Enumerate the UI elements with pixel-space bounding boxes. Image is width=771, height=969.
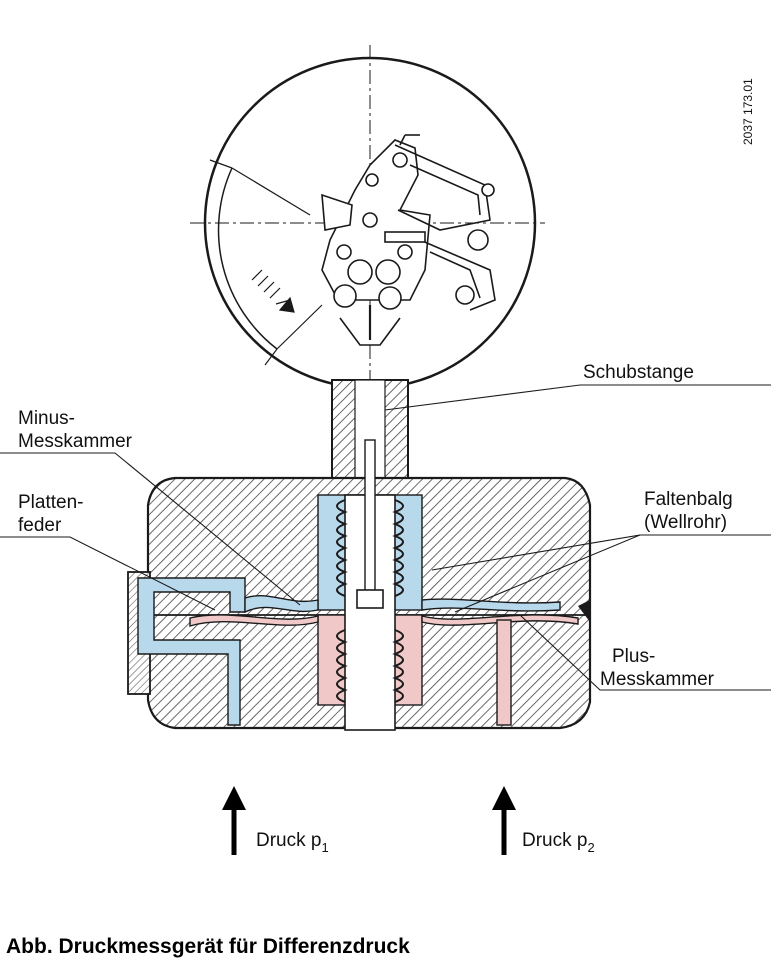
pressure-arrow-p2: [492, 786, 516, 855]
figure-caption: Abb. Druckmessgerät für Differenzdruck: [6, 935, 410, 958]
bellows: [336, 439, 404, 731]
label-plus-line1: Plus-: [612, 646, 655, 667]
leader-lines: [0, 384, 771, 691]
label-faltenbalg-line2: (Wellrohr): [644, 512, 727, 533]
figure-id-label: 2037 173.01: [741, 78, 755, 145]
label-platten-line1: Platten-: [18, 492, 83, 513]
label-plus-line2: Messkammer: [600, 669, 715, 690]
movement-mechanism: [321, 134, 496, 346]
label-platten-line2: feder: [18, 515, 62, 536]
label-druck-p2: Druck p2: [522, 830, 595, 855]
label-minus-line1: Minus-: [18, 408, 75, 429]
label-faltenbalg-line1: Faltenbalg: [644, 489, 733, 510]
label-druck-p1: Druck p1: [256, 830, 329, 855]
label-minus-line2: Messkammer: [18, 431, 133, 452]
label-schubstange: Schubstange: [583, 362, 694, 383]
pressure-arrow-p1: [222, 786, 246, 855]
